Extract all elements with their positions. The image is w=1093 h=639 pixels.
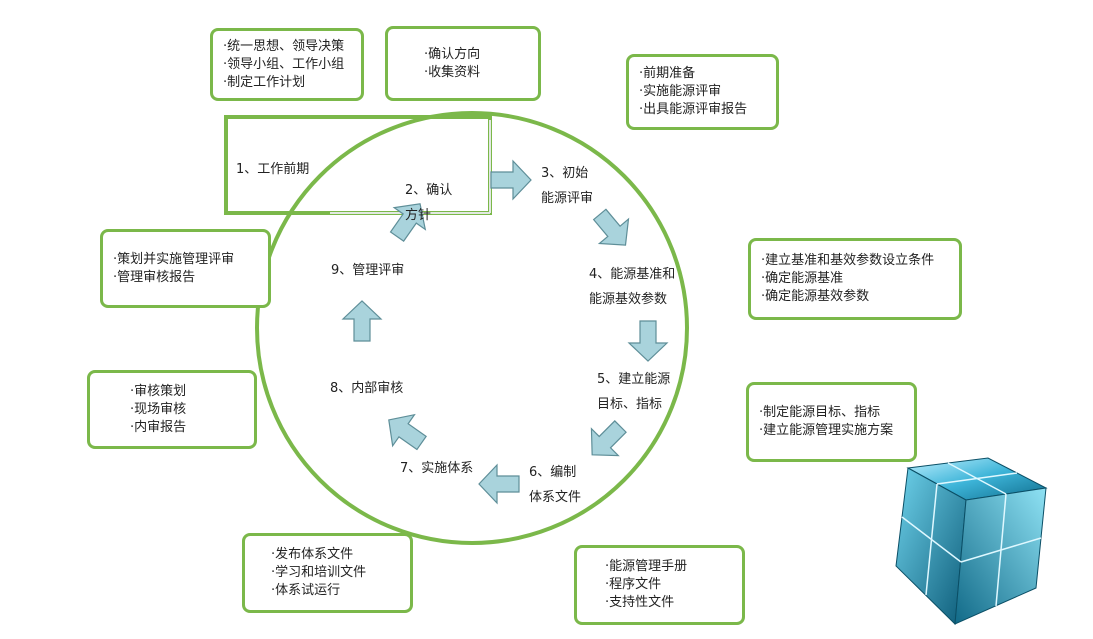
step-3-label: 3、初始能源评审 — [541, 161, 593, 211]
info-line-3: ·内审报告 — [130, 419, 187, 435]
info-line-2: ·收集资料 — [424, 64, 481, 80]
label-line-2: 能源评审 — [541, 191, 594, 206]
info-line-1: ·前期准备 — [639, 66, 696, 81]
implement-info-box: ·发布体系文件 ·学习和培训文件 ·体系试运行 — [242, 533, 413, 613]
info-line-2: ·管理审核报告 — [113, 269, 196, 285]
flow-arrow-3 — [627, 320, 669, 362]
info-line-2: ·学习和培训文件 — [271, 565, 367, 580]
step-9-label: 9、管理评审 — [331, 258, 404, 283]
info-line-3: ·确定能源基效参数 — [761, 289, 870, 304]
info-line-3: ·体系试运行 — [271, 583, 341, 598]
info-line-1: ·发布体系文件 — [271, 547, 354, 562]
flow-arrow-8 — [389, 203, 427, 242]
step-7-label: 7、实施体系 — [400, 456, 473, 481]
flow-arrow-5 — [478, 463, 520, 505]
label-line-2: 能源基效参数 — [589, 292, 668, 307]
info-line-1: ·能源管理手册 — [605, 559, 688, 574]
label-line-1: 1、工作前期 — [236, 162, 310, 177]
label-line-2: 方针 — [405, 208, 432, 223]
info-line-1: ·制定能源目标、指标 — [759, 405, 881, 420]
step-2-label: 2、确认方针 — [405, 178, 452, 228]
prep-info-box: ·统一思想、领导决策 ·领导小组、工作小组 ·制定工作计划 — [210, 28, 364, 101]
initial-review-info-box: ·前期准备 ·实施能源评审 ·出具能源评审报告 — [626, 54, 779, 130]
flow-arrow-2 — [592, 208, 630, 246]
label-line-1: 9、管理评审 — [331, 263, 405, 278]
info-line-3: ·支持性文件 — [605, 595, 675, 610]
label-line-1: 7、实施体系 — [400, 461, 474, 476]
flow-arrow-1 — [490, 159, 532, 201]
info-line-3: ·制定工作计划 — [223, 74, 306, 90]
label-line-2: 体系文件 — [529, 490, 582, 505]
label-line-1: 3、初始 — [541, 166, 589, 181]
info-line-3: ·出具能源评审报告 — [639, 102, 748, 117]
info-line-2: ·建立能源管理实施方案 — [759, 423, 894, 438]
direction-info-box: ·确认方向 ·收集资料 — [385, 26, 541, 101]
info-line-2: ·程序文件 — [605, 577, 662, 592]
label-line-1: 4、能源基准和 — [589, 267, 676, 282]
targets-info-box: ·制定能源目标、指标 ·建立能源管理实施方案 — [746, 382, 917, 462]
label-line-2: 目标、指标 — [597, 397, 663, 412]
step-4-label: 4、能源基准和能源基效参数 — [589, 262, 675, 312]
info-line-2: ·确定能源基准 — [761, 271, 844, 286]
info-line-1: ·确认方向 — [424, 46, 481, 62]
info-line-1: ·统一思想、领导决策 — [223, 38, 345, 54]
info-line-1: ·建立基准和基效参数设立条件 — [761, 253, 935, 268]
info-line-1: ·策划并实施管理评审 — [113, 251, 235, 267]
step-5-label: 5、建立能源目标、指标 — [597, 367, 670, 417]
flow-arrow-4 — [590, 420, 627, 457]
step-6-label: 6、编制体系文件 — [529, 460, 581, 510]
baseline-info-box: ·建立基准和基效参数设立条件 ·确定能源基准 ·确定能源基效参数 — [748, 238, 962, 320]
audit-info-box: ·审核策划 ·现场审核 ·内审报告 — [87, 370, 257, 449]
mgmt-review-info-box: ·策划并实施管理评审 ·管理审核报告 — [100, 229, 271, 308]
info-line-1: ·审核策划 — [130, 383, 187, 399]
flow-arrows — [341, 159, 669, 505]
label-line-1: 5、建立能源 — [597, 372, 671, 387]
step-8-label: 8、内部审核 — [330, 376, 403, 401]
flow-arrow-7 — [341, 300, 383, 342]
step-1-label: 1、工作前期 — [236, 157, 309, 182]
label-line-1: 6、编制 — [529, 465, 577, 480]
label-line-1: 8、内部审核 — [330, 381, 404, 396]
info-line-2: ·领导小组、工作小组 — [223, 56, 345, 72]
documents-info-box: ·能源管理手册 ·程序文件 ·支持性文件 — [574, 545, 745, 625]
flow-arrow-6 — [388, 413, 427, 451]
cycle-ring — [255, 111, 689, 545]
info-line-2: ·现场审核 — [130, 401, 187, 417]
cube-logo — [895, 457, 1048, 626]
info-line-2: ·实施能源评审 — [639, 84, 722, 99]
label-line-1: 2、确认 — [405, 183, 453, 198]
